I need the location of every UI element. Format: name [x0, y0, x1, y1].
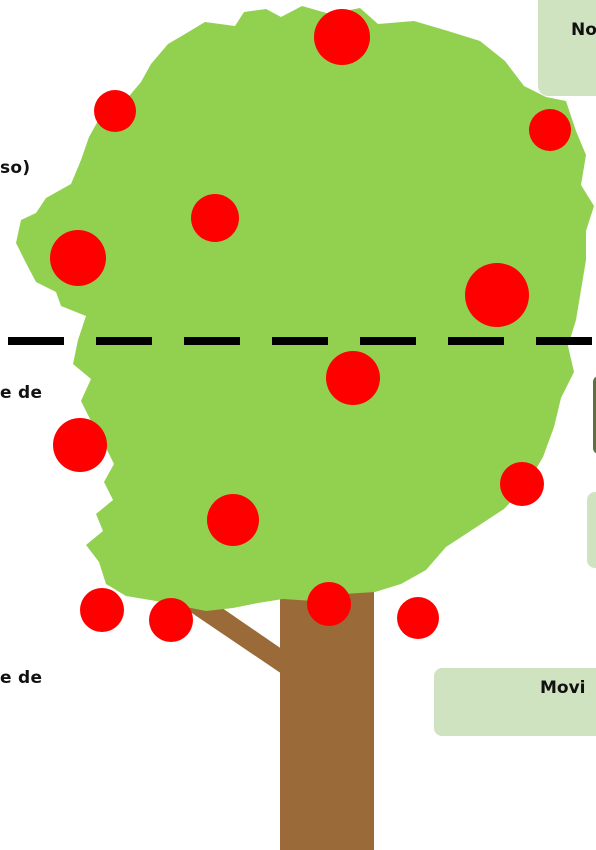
info-box-bottom-right-label: Movi — [540, 678, 586, 698]
apple-fruit — [191, 194, 239, 242]
apple-fruit — [500, 462, 544, 506]
apple-fruit — [529, 109, 571, 151]
apple-fruit — [53, 418, 107, 472]
label-left-top: so) — [0, 158, 31, 178]
info-box-middle-right — [587, 492, 596, 568]
apple-fruit — [149, 598, 193, 642]
apple-fruit — [397, 597, 439, 639]
apple-fruit — [326, 351, 380, 405]
tree-trunk-group — [180, 588, 374, 850]
apple-fruit — [465, 263, 529, 327]
label-left-middle: e de — [0, 383, 43, 403]
apple-fruit — [314, 9, 370, 65]
label-left-bottom: e de — [0, 668, 43, 688]
apple-fruit — [94, 90, 136, 132]
apple-fruit — [307, 582, 351, 626]
apple-fruit — [207, 494, 259, 546]
apple-fruit — [80, 588, 124, 632]
info-box-bottom-right: Movi — [434, 668, 596, 736]
info-box-top-right: No — [538, 0, 596, 96]
apple-fruit — [50, 230, 106, 286]
tree-canopy — [16, 6, 594, 611]
tree-branch — [180, 590, 292, 676]
fruits — [50, 9, 571, 642]
bracket-box-right — [593, 376, 596, 454]
info-box-top-right-label: No — [571, 20, 596, 40]
tree-trunk — [280, 588, 374, 850]
